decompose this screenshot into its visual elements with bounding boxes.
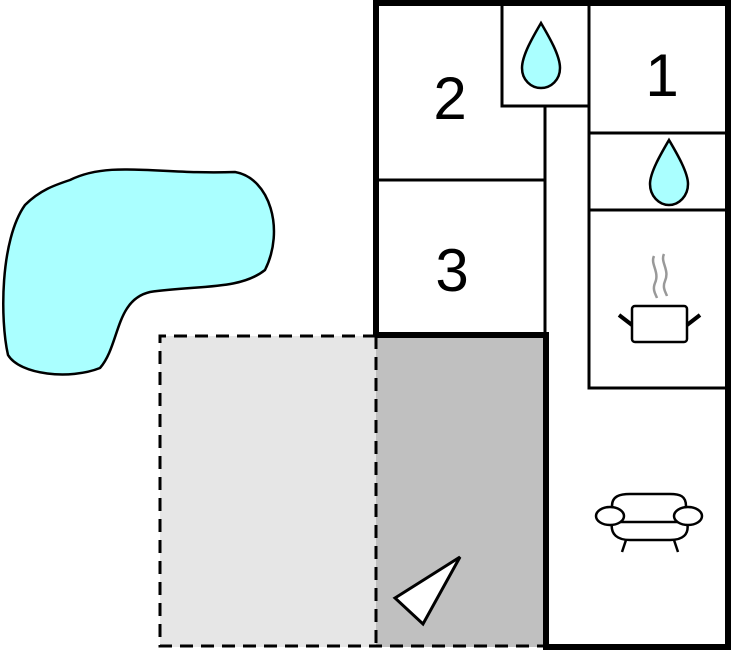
- room-label-1: 1: [645, 42, 678, 109]
- water-drop-icon: [648, 137, 690, 207]
- exterior-walls: [373, 0, 731, 650]
- view-direction-icon: [392, 555, 462, 627]
- interior-walls: [376, 3, 728, 390]
- cooking-pot-icon: [617, 253, 702, 344]
- pond-icon: [2, 168, 276, 376]
- room-label-2: 2: [433, 65, 466, 132]
- water-drop-icon: [520, 20, 562, 90]
- sofa-icon: [594, 492, 704, 553]
- terrace-uncovered: [160, 336, 376, 647]
- terrace-dashed-outline: [158, 334, 546, 648]
- room-label-3: 3: [435, 237, 468, 304]
